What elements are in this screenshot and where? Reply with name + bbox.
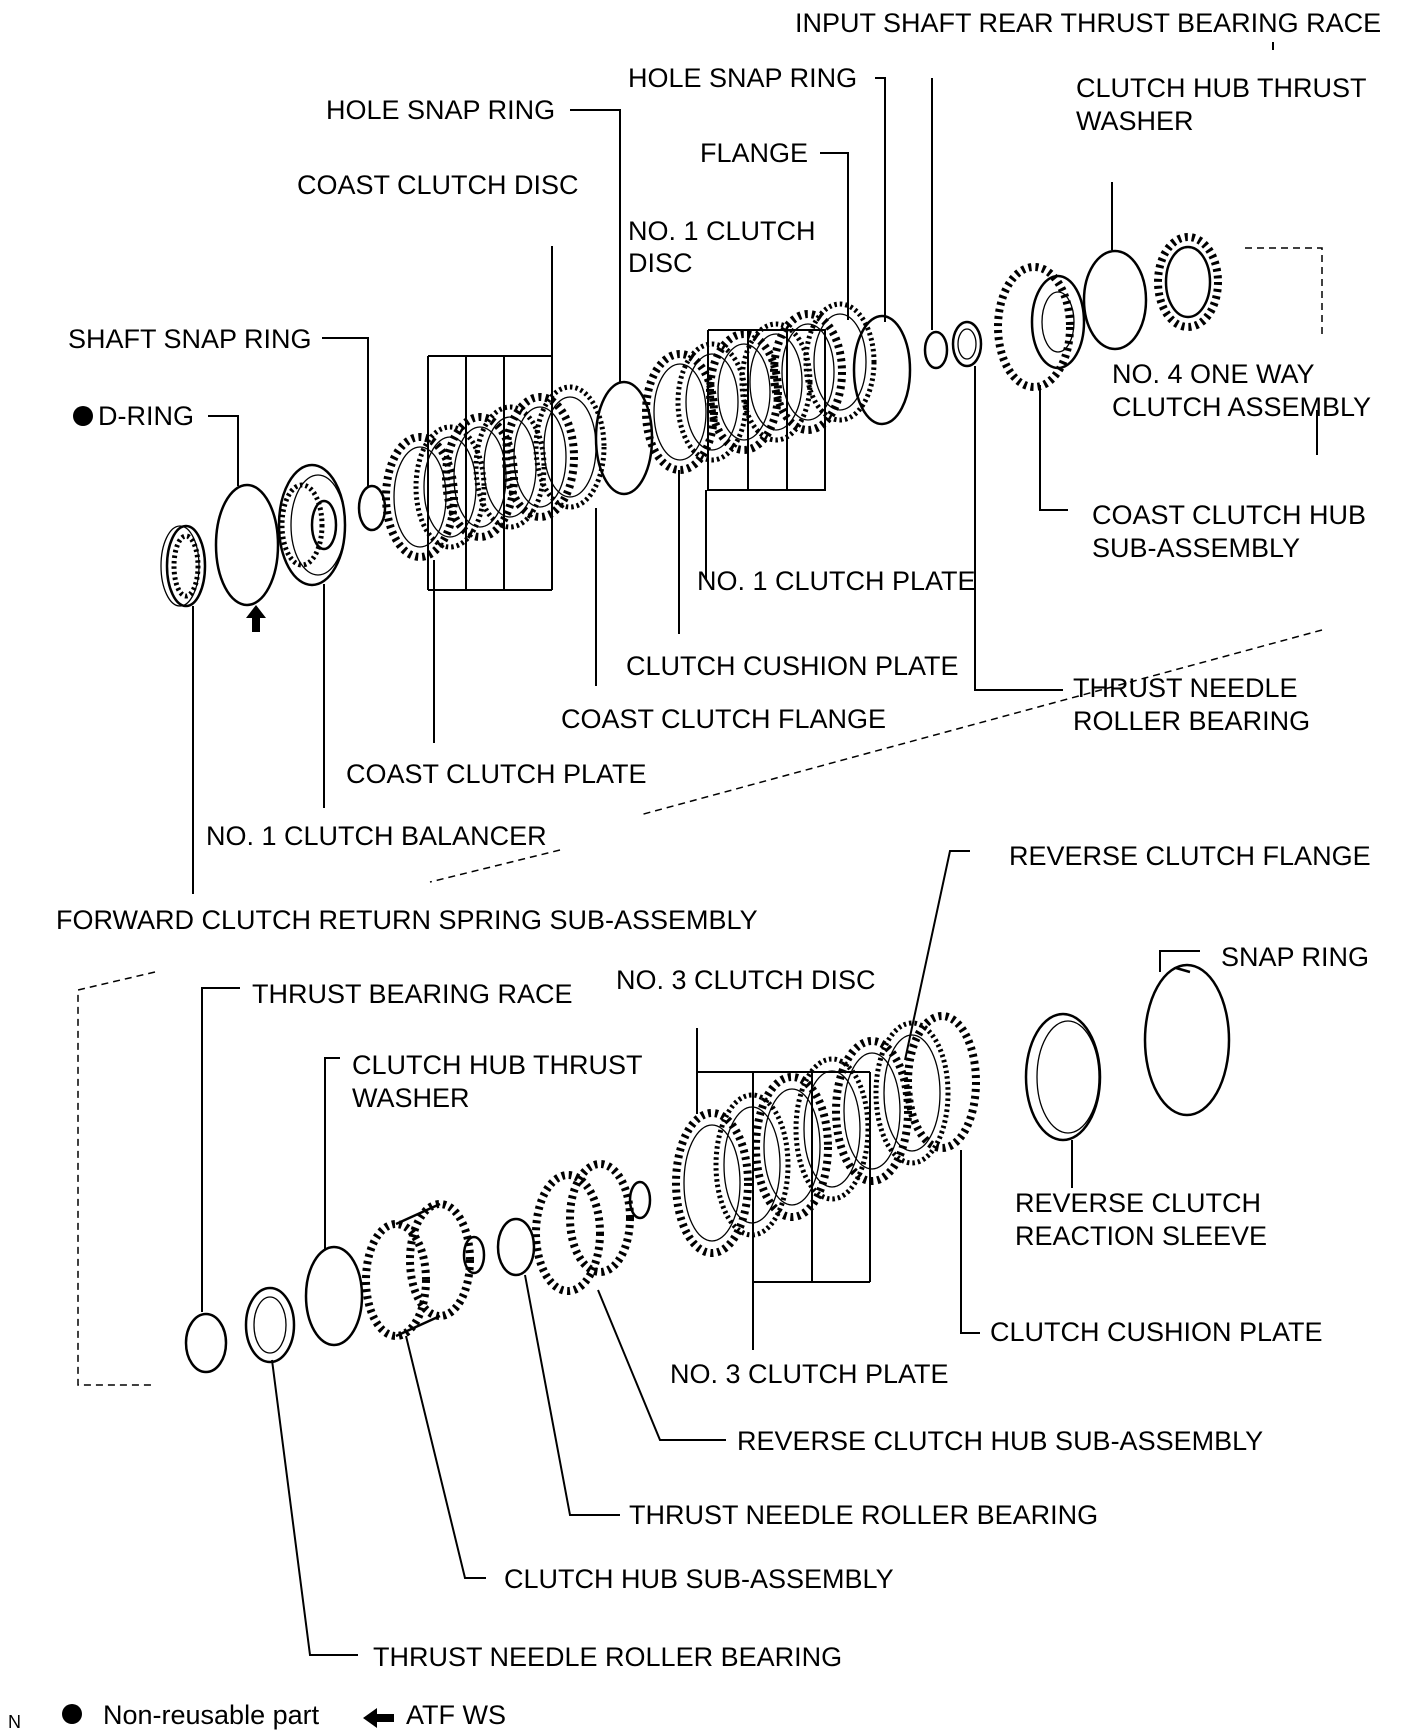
- label-hole-snap-ring-left: HOLE SNAP RING: [326, 95, 555, 125]
- label-coast-clutch-hub-2: SUB-ASSEMBLY: [1092, 533, 1300, 563]
- label-thrust-bearing-race: THRUST BEARING RACE: [252, 979, 573, 1009]
- figure-code: N: [8, 1712, 21, 1732]
- label-input-shaft-rear-thrust-bearing-race: INPUT SHAFT REAR THRUST BEARING RACE: [795, 8, 1381, 38]
- bottom-leader-lines: [201, 850, 1200, 1656]
- shaft-snap-ring-part: [357, 484, 387, 532]
- reverse-clutch-hub-part: [532, 1160, 652, 1295]
- coast-clutch-pack-part: [382, 384, 607, 561]
- one-way-clutch-part: [1154, 233, 1222, 331]
- label-forward-clutch-return-spring: FORWARD CLUTCH RETURN SPRING SUB-ASSEMBL…: [56, 905, 758, 935]
- thrust-bearing-race-part: [184, 1312, 228, 1374]
- label-flange: FLANGE: [700, 138, 808, 168]
- atf-arrow-marker: [246, 605, 266, 632]
- label-reverse-clutch-reaction-sleeve-2: REACTION SLEEVE: [1015, 1221, 1267, 1251]
- snap-ring-bottom-part: [1143, 963, 1231, 1117]
- label-clutch-hub-sub-assembly: CLUTCH HUB SUB-ASSEMBLY: [504, 1564, 894, 1594]
- label-coast-clutch-hub-1: COAST CLUTCH HUB: [1092, 500, 1366, 530]
- hole-snap-ring-right-part: [852, 314, 912, 426]
- label-thrust-needle-roller-bearing-top-1: THRUST NEEDLE: [1073, 673, 1298, 703]
- clutch-hub-thrust-washer-bottom-part: [304, 1245, 364, 1347]
- legend-atf-arrow-icon: [363, 1708, 394, 1728]
- label-coast-clutch-disc: COAST CLUTCH DISC: [297, 170, 579, 200]
- labels: INPUT SHAFT REAR THRUST BEARING RACE CLU…: [56, 8, 1381, 1672]
- top-leader-lines: [192, 42, 1318, 894]
- clutch-hub-assembly-part: [362, 1200, 486, 1340]
- label-no4-one-way-clutch-2: CLUTCH ASSEMBLY: [1112, 392, 1371, 422]
- no1-clutch-pack-part: [642, 301, 877, 474]
- bottom-parts: [184, 963, 1231, 1374]
- label-no1-clutch-plate: NO. 1 CLUTCH PLATE: [697, 566, 976, 596]
- label-clutch-hub-thrust-washer-top-2: WASHER: [1076, 106, 1194, 136]
- forward-clutch-return-spring-part: [160, 524, 207, 608]
- legend: N Non-reusable part ATF WS: [8, 1700, 506, 1732]
- label-no4-one-way-clutch-1: NO. 4 ONE WAY: [1112, 359, 1315, 389]
- top-parts: [160, 233, 1222, 608]
- label-clutch-cushion-plate-top: CLUTCH CUSHION PLATE: [626, 651, 959, 681]
- label-no3-clutch-plate: NO. 3 CLUTCH PLATE: [670, 1359, 949, 1389]
- label-coast-clutch-plate: COAST CLUTCH PLATE: [346, 759, 647, 789]
- label-hole-snap-ring-right: HOLE SNAP RING: [628, 63, 857, 93]
- label-reverse-clutch-hub: REVERSE CLUTCH HUB SUB-ASSEMBLY: [737, 1426, 1263, 1456]
- input-shaft-race-part: [923, 330, 949, 370]
- label-clutch-hub-thrust-washer-top-1: CLUTCH HUB THRUST: [1076, 73, 1367, 103]
- label-reverse-clutch-flange: REVERSE CLUTCH FLANGE: [1009, 841, 1371, 871]
- thrust-needle-bearing-bottom-part: [244, 1286, 296, 1364]
- label-snap-ring: SNAP RING: [1221, 942, 1369, 972]
- label-clutch-cushion-plate-bottom: CLUTCH CUSHION PLATE: [990, 1317, 1323, 1347]
- clutch-hub-thrust-washer-top-part: [1082, 249, 1148, 351]
- legend-non-reusable-label: Non-reusable part: [103, 1700, 320, 1730]
- no3-clutch-pack-part: [672, 1012, 980, 1257]
- label-no1-clutch-disc-1: NO. 1 CLUTCH: [628, 216, 816, 246]
- thrust-needle-bearing-top-part: [951, 320, 983, 368]
- label-no3-clutch-disc: NO. 3 CLUTCH DISC: [616, 965, 876, 995]
- coast-clutch-hub-part: [994, 263, 1086, 391]
- label-no1-clutch-disc-2: DISC: [628, 248, 693, 278]
- dashed-connector: [77, 247, 1323, 1386]
- legend-non-reusable-icon: [62, 1704, 82, 1724]
- clutch-balancer-part: [277, 463, 347, 587]
- label-shaft-snap-ring: SHAFT SNAP RING: [68, 324, 312, 354]
- d-ring-part: [214, 483, 280, 607]
- label-reverse-clutch-reaction-sleeve-1: REVERSE CLUTCH: [1015, 1188, 1261, 1218]
- legend-atf-label: ATF WS: [406, 1700, 506, 1730]
- label-thrust-needle-roller-bearing-bottom: THRUST NEEDLE ROLLER BEARING: [373, 1642, 842, 1672]
- label-thrust-needle-roller-bearing-mid: THRUST NEEDLE ROLLER BEARING: [629, 1500, 1098, 1530]
- reverse-clutch-reaction-sleeve-part: [1024, 1012, 1102, 1142]
- label-coast-clutch-flange: COAST CLUTCH FLANGE: [561, 704, 886, 734]
- label-clutch-hub-thrust-washer-bottom-2: WASHER: [352, 1083, 470, 1113]
- label-d-ring: D-RING: [98, 401, 194, 431]
- label-thrust-needle-roller-bearing-top-2: ROLLER BEARING: [1073, 706, 1310, 736]
- label-no1-clutch-balancer: NO. 1 CLUTCH BALANCER: [206, 821, 547, 851]
- thrust-needle-bearing-mid-part: [496, 1217, 536, 1277]
- non-reusable-dot-d-ring: [73, 406, 93, 426]
- label-clutch-hub-thrust-washer-bottom-1: CLUTCH HUB THRUST: [352, 1050, 643, 1080]
